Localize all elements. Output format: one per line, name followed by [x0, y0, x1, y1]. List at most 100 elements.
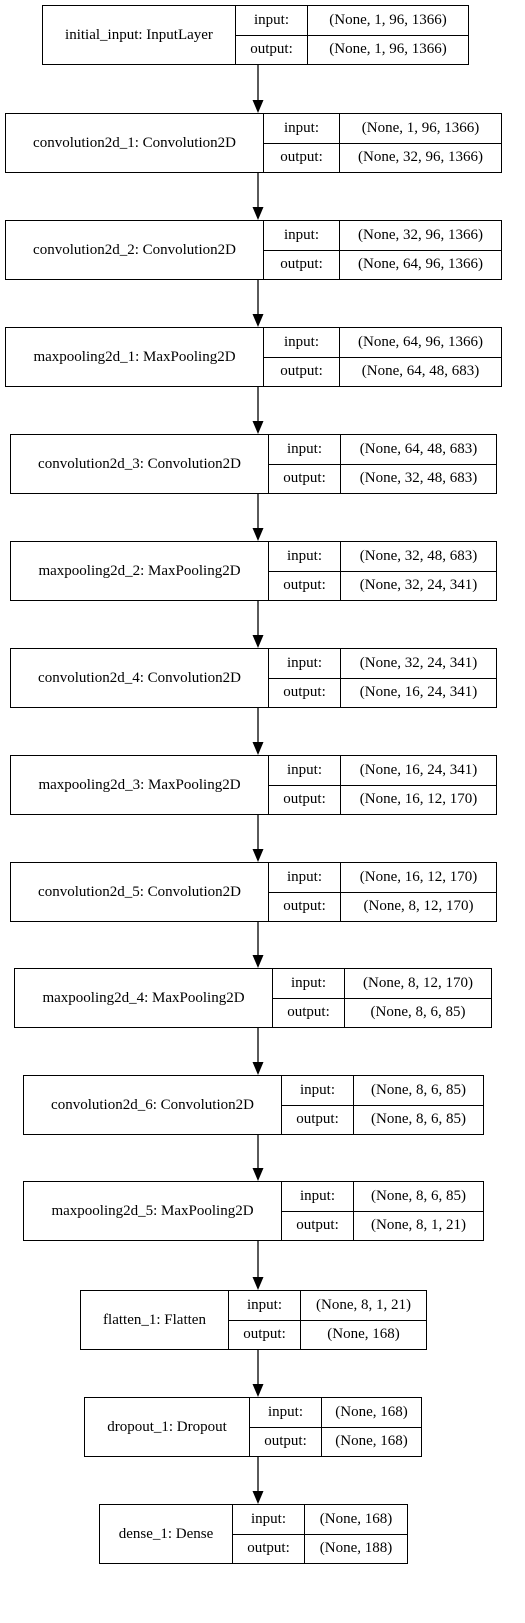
output-shape: (None, 8, 12, 170) — [363, 898, 474, 915]
output-label: output: — [264, 1433, 307, 1450]
output-shape: (None, 32, 96, 1366) — [358, 149, 483, 166]
output-shape: (None, 8, 6, 85) — [370, 1004, 466, 1021]
input-shape: (None, 1, 96, 1366) — [308, 6, 468, 36]
edge-arrow — [252, 1241, 264, 1290]
output-shape: (None, 16, 12, 170) — [359, 791, 478, 808]
output-label: output: — [243, 1326, 286, 1343]
output-label: output: — [296, 1111, 339, 1128]
input-shape: (None, 32, 96, 1366) — [340, 221, 501, 251]
edge-arrow — [252, 387, 264, 434]
io-label-column: input: output: — [273, 969, 345, 1027]
edge-arrow — [252, 1457, 264, 1504]
input-label: input: — [264, 328, 339, 358]
layer-name: initial_input: InputLayer — [43, 6, 236, 64]
io-label-column: input: output: — [269, 435, 341, 493]
input-shape: (None, 32, 48, 683) — [341, 542, 496, 572]
edge-arrow — [252, 1350, 264, 1397]
io-value-column: (None, 16, 24, 341) (None, 16, 12, 170) — [341, 756, 496, 814]
output-shape: (None, 8, 6, 85) — [371, 1111, 466, 1128]
input-shape: (None, 8, 6, 85) — [354, 1182, 483, 1212]
layer-name: convolution2d_4: Convolution2D — [11, 649, 269, 707]
edge-arrow — [252, 173, 264, 220]
output-label: output: — [280, 149, 323, 166]
input-label: input: — [282, 1182, 353, 1212]
layer-name: convolution2d_1: Convolution2D — [6, 114, 264, 172]
output-label: output: — [283, 791, 326, 808]
io-label-column: input:output: — [269, 756, 341, 814]
output-label: output: — [283, 684, 326, 701]
output-shape: (None, 168) — [335, 1433, 408, 1450]
edge-arrow — [252, 65, 264, 113]
io-label-column: input: output: — [269, 863, 341, 921]
io-value-column: (None, 32, 24, 341) (None, 16, 24, 341) — [341, 649, 496, 707]
output-shape: (None, 32, 24, 341) — [359, 577, 478, 594]
io-label-column: input: output: — [250, 1398, 322, 1456]
input-label: input: — [273, 969, 344, 999]
input-shape: (None, 168) — [305, 1505, 407, 1535]
io-label-column: input: output: — [269, 542, 341, 600]
output-label: output: — [296, 1217, 339, 1234]
io-value-column: (None, 8, 12, 170) (None, 8, 6, 85) — [345, 969, 491, 1027]
layer-name: convolution2d_6: Convolution2D — [24, 1076, 282, 1134]
input-label: input: — [269, 863, 340, 893]
layer-name: dense_1: Dense — [100, 1505, 233, 1563]
input-label: input: — [264, 114, 339, 144]
edge-arrow — [252, 1135, 264, 1181]
output-label: output: — [283, 898, 326, 915]
io-label-column: input:output: — [236, 6, 308, 64]
output-label: output: — [283, 470, 326, 487]
output-label: output: — [283, 577, 326, 594]
input-label: input: — [269, 649, 340, 679]
edge-arrow — [252, 494, 264, 541]
io-value-column: (None, 8, 1, 21)(None, 168) — [301, 1291, 426, 1349]
output-shape: (None, 64, 96, 1366) — [358, 256, 483, 273]
edge-arrow — [252, 280, 264, 327]
io-label-column: input: output: — [264, 114, 340, 172]
input-shape: (None, 64, 48, 683) — [341, 435, 496, 465]
layer-name: convolution2d_3: Convolution2D — [11, 435, 269, 493]
io-label-column: input: output: — [269, 649, 341, 707]
input-shape: (None, 1, 96, 1366) — [340, 114, 501, 144]
input-label: input: — [250, 1398, 321, 1428]
input-shape: (None, 8, 6, 85) — [354, 1076, 483, 1106]
input-label: input: — [282, 1076, 353, 1106]
edge-arrow — [252, 601, 264, 648]
layer-name: convolution2d_2: Convolution2D — [6, 221, 264, 279]
edge-arrow — [252, 1028, 264, 1075]
input-label: input: — [233, 1505, 304, 1535]
layer-name: maxpooling2d_2: MaxPooling2D — [11, 542, 269, 600]
layer-name: dropout_1: Dropout — [85, 1398, 250, 1456]
io-label-column: input: output: — [229, 1291, 301, 1349]
output-label: output: — [250, 41, 293, 58]
input-label: input: — [229, 1291, 300, 1321]
input-shape: (None, 32, 24, 341) — [341, 649, 496, 679]
input-shape: (None, 16, 24, 341) — [341, 756, 496, 786]
input-label: input: — [269, 435, 340, 465]
output-shape: (None, 188) — [319, 1540, 393, 1557]
input-shape: (None, 16, 12, 170) — [341, 863, 496, 893]
input-shape: (None, 8, 12, 170) — [345, 969, 491, 999]
output-label: output: — [280, 256, 323, 273]
io-value-column: (None, 1, 96, 1366) (None, 1, 96, 1366) — [308, 6, 468, 64]
input-shape: (None, 168) — [322, 1398, 421, 1428]
input-label: input: — [269, 542, 340, 572]
io-value-column: (None, 32, 48, 683) (None, 32, 24, 341) — [341, 542, 496, 600]
output-shape: (None, 16, 24, 341) — [359, 684, 478, 701]
io-label-column: input: output: — [282, 1076, 354, 1134]
output-shape: (None, 1, 96, 1366) — [329, 41, 447, 58]
io-label-column: input:output: — [264, 328, 340, 386]
output-label: output: — [287, 1004, 330, 1021]
output-label: output: — [247, 1540, 290, 1557]
io-value-column: (None, 64, 96, 1366)(None, 64, 48, 683) — [340, 328, 501, 386]
layer-name: maxpooling2d_4: MaxPooling2D — [15, 969, 273, 1027]
